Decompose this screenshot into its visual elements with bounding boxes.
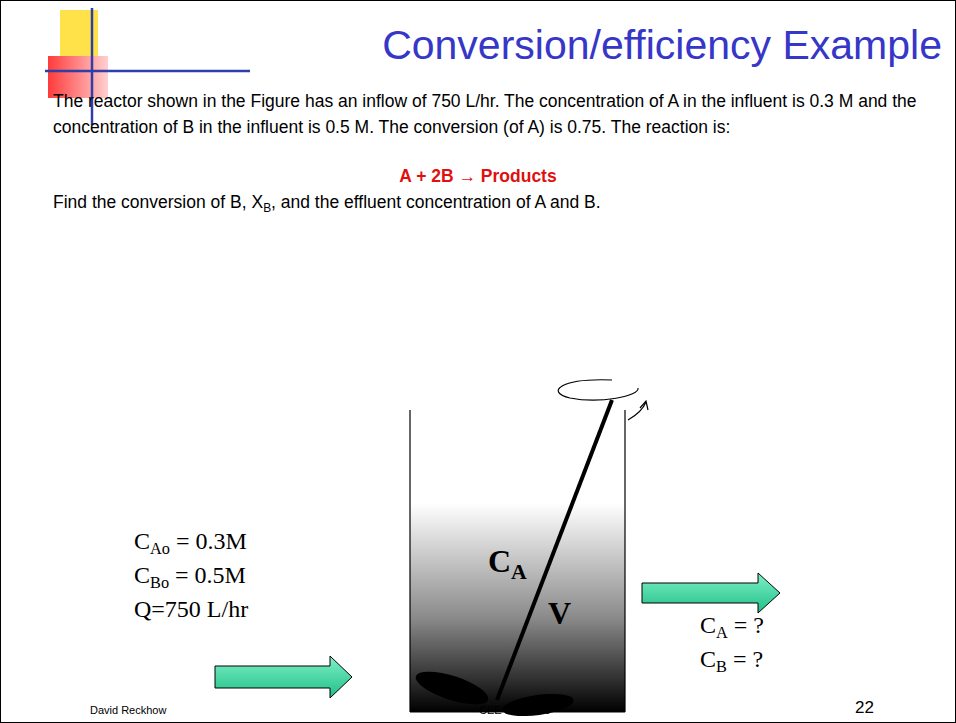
rotation-mark: [558, 380, 638, 400]
tank-liquid: [410, 503, 625, 712]
outflow-arrow: [642, 573, 780, 613]
reactor-tank: CA V: [410, 503, 625, 712]
footer-author: David Reckhow: [90, 704, 166, 716]
slide-title: Conversion/efficiency Example: [382, 22, 942, 69]
outflow-label: CB = ?: [700, 646, 763, 673]
tank-wall: [624, 410, 625, 712]
reactor-volume: V: [548, 595, 571, 632]
reaction-equation: A + 2B → Products: [0, 166, 956, 187]
slide-number: 22: [855, 698, 874, 718]
deco-line: [45, 70, 250, 73]
outflow-label: CA = ?: [700, 612, 764, 639]
reactor-concentration: CA: [488, 543, 527, 580]
footer-course: CEE 370 L#10: [479, 704, 551, 716]
question-text: Find the conversion of B, XB, and the ef…: [53, 192, 601, 213]
inflow-label: CBo = 0.5M: [134, 562, 246, 589]
problem-text: The reactor shown in the Figure has an i…: [53, 88, 923, 140]
inflow-arrow: [215, 656, 352, 698]
stirrer-shaft: [497, 400, 612, 700]
inflow-label: CAo = 0.3M: [134, 528, 247, 555]
inflow-label: Q=750 L/hr: [134, 596, 248, 623]
rotation-arrow: [640, 401, 648, 410]
tank-wall: [409, 410, 410, 712]
